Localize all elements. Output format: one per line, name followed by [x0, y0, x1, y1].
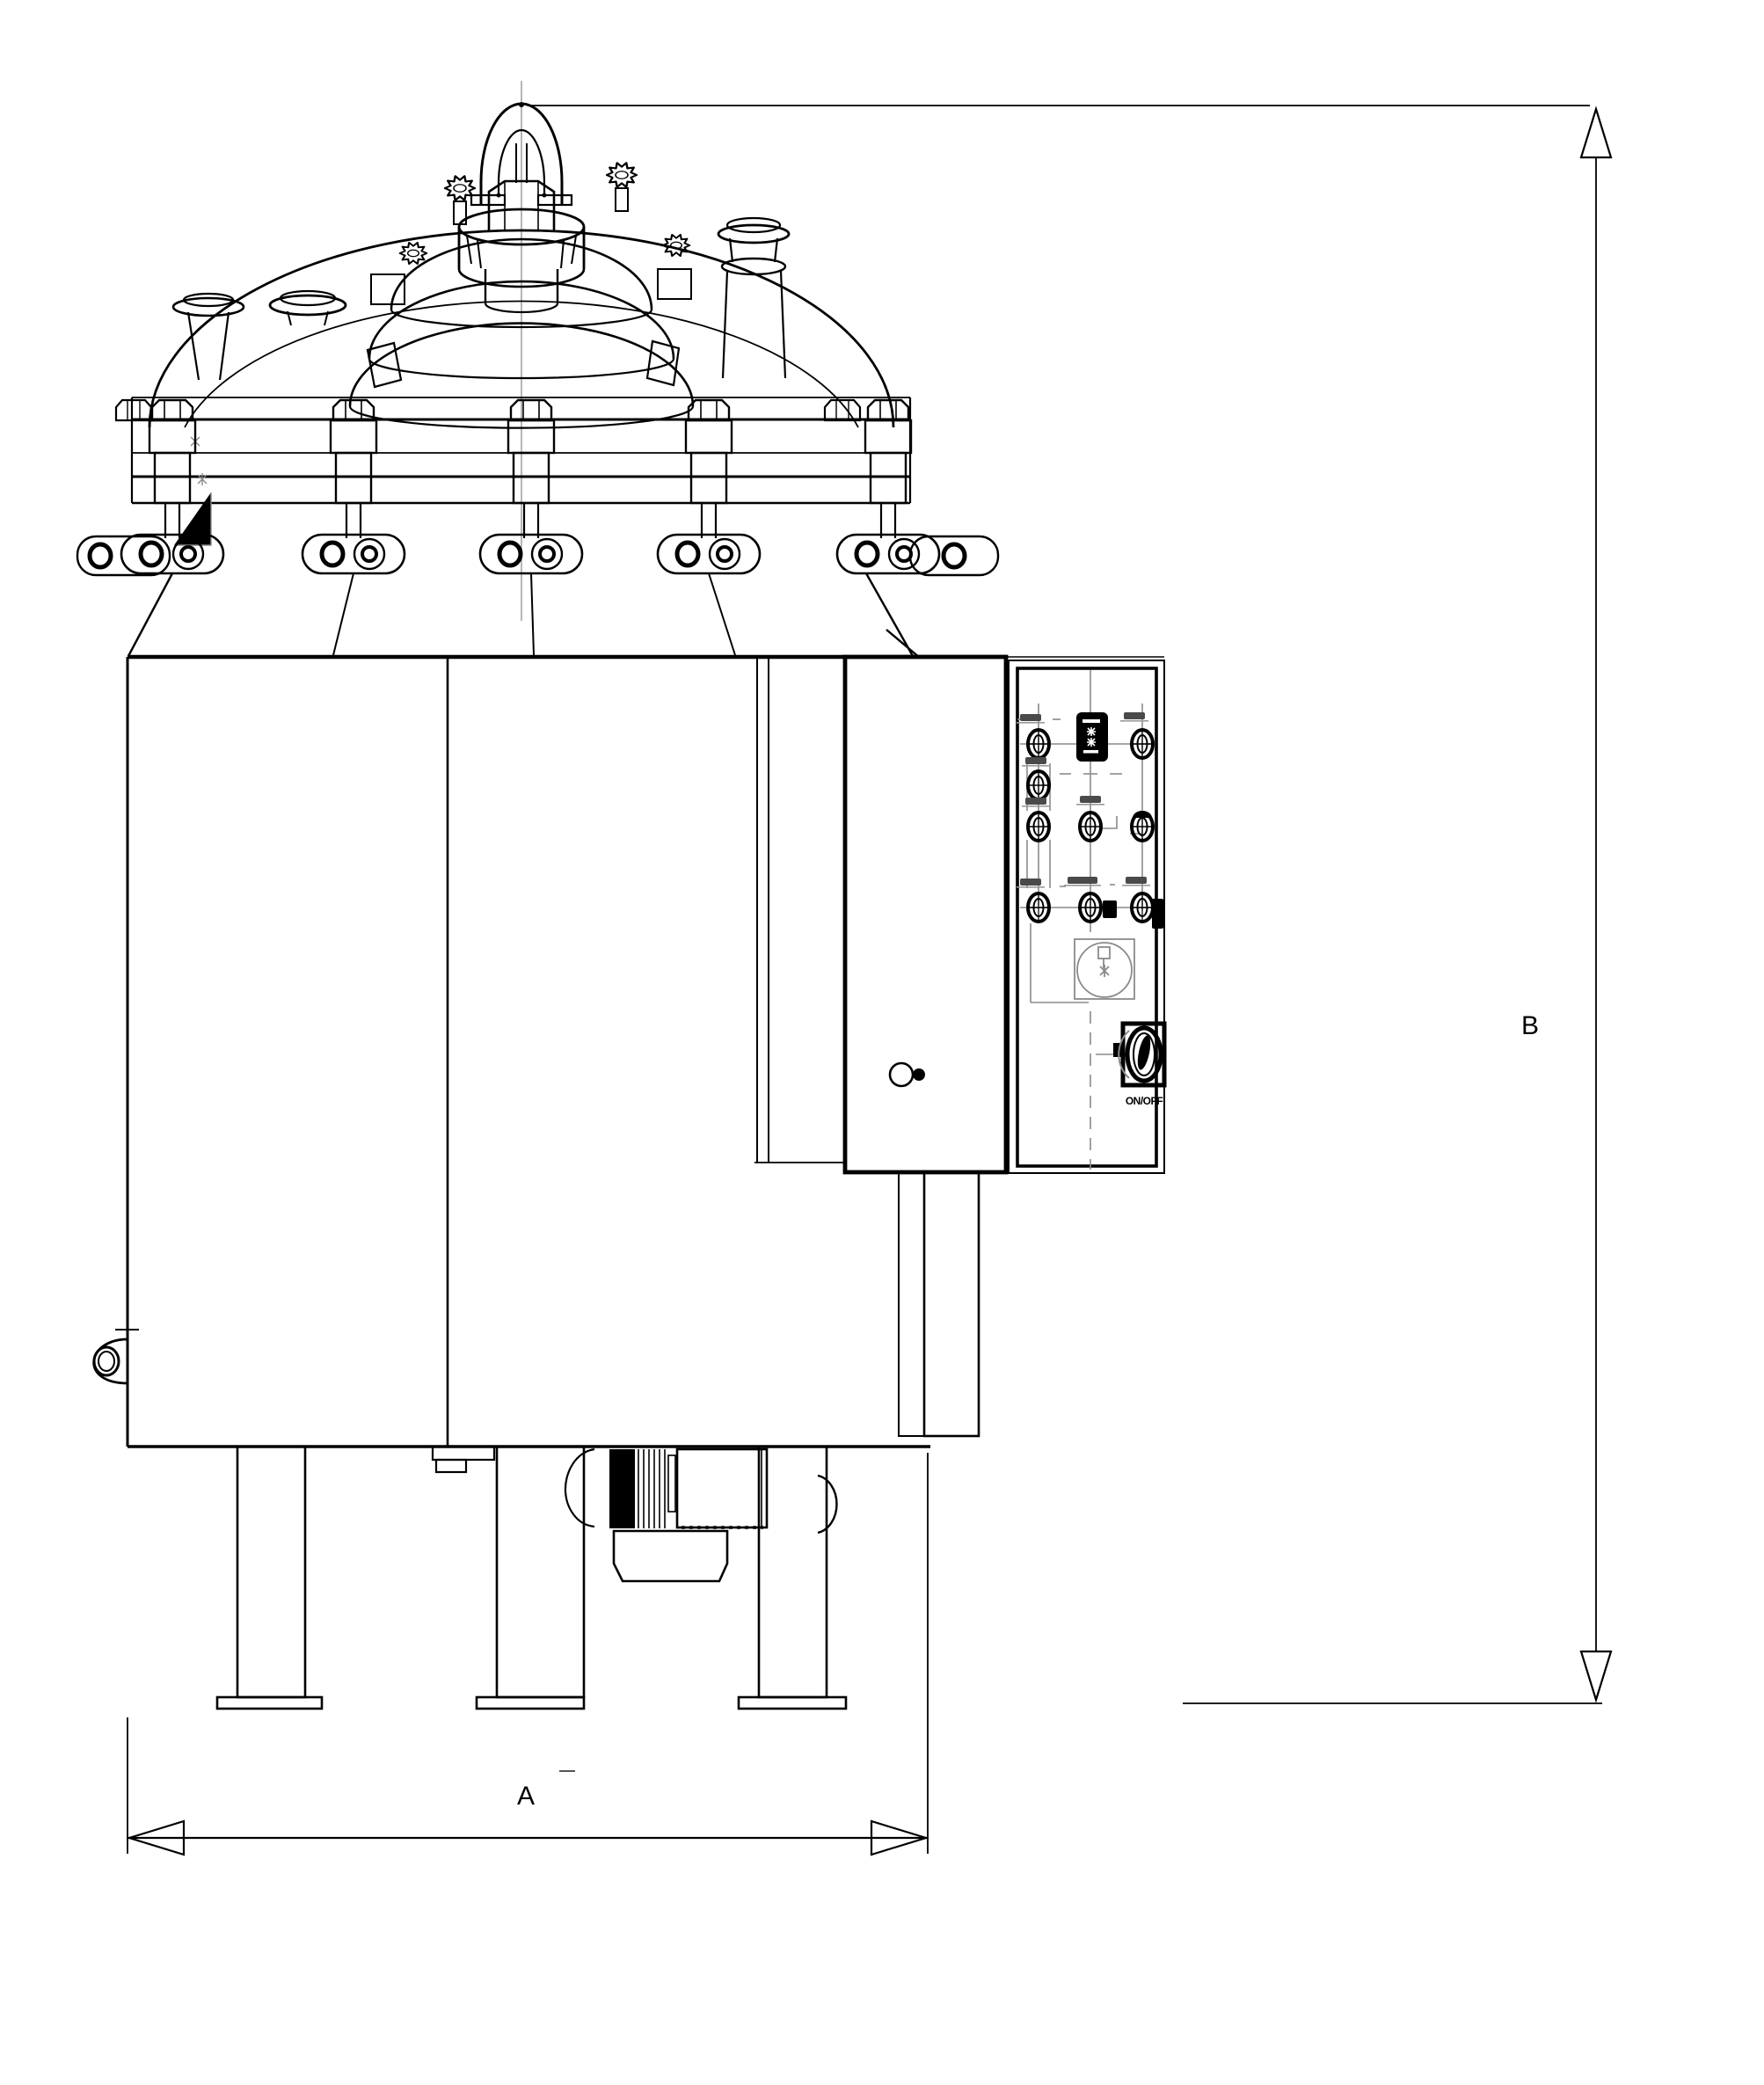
nozzle-left-outer	[171, 292, 245, 381]
control-knob-icon	[1130, 728, 1155, 760]
dimension-a-label: A	[517, 1782, 535, 1811]
dimension-b: B	[528, 105, 1613, 1704]
panel-micro-label	[1073, 877, 1101, 886]
sight-port-icon	[888, 1061, 915, 1088]
rotary-switch-icon	[1113, 1021, 1167, 1088]
star-knob-icon	[605, 162, 638, 188]
foot-plate-icon	[737, 1695, 848, 1710]
star-knob-icon	[398, 241, 428, 266]
clamp-bracket-left	[366, 341, 403, 389]
dimension-b-label: B	[1521, 1011, 1539, 1040]
dimension-arrow-icon	[1579, 106, 1613, 159]
swing-bolt-icon	[121, 400, 223, 573]
motor-assembly	[564, 1447, 769, 1583]
digital-display-icon	[1076, 712, 1108, 762]
control-knob-icon	[1130, 892, 1155, 923]
nozzle-left-cap	[268, 289, 347, 326]
shoulder-line	[886, 629, 921, 659]
clevis-lug-icon	[76, 535, 171, 577]
foot-plate-icon	[215, 1695, 324, 1710]
dimension-arrow-icon	[870, 1819, 929, 1856]
swing-bolts	[76, 398, 1000, 577]
clamp-block-right	[657, 268, 692, 300]
drain-bracket	[431, 1445, 496, 1474]
sight-port-dot	[913, 1068, 925, 1081]
control-knob-icon	[1026, 892, 1051, 923]
panel-micro-label	[1122, 877, 1150, 886]
panel-micro-label	[1017, 714, 1045, 724]
switch-label: ON/OFF	[1126, 1095, 1163, 1107]
panel-micro-label	[1120, 712, 1148, 722]
leg-icon	[757, 1445, 828, 1699]
clamp-knobs	[366, 162, 692, 389]
panel-micro-label	[1017, 878, 1045, 888]
control-knob-icon	[1026, 728, 1051, 760]
control-knob-icon	[1078, 892, 1103, 923]
motor-housing	[675, 1447, 769, 1529]
control-panel: ON/OFF	[1006, 656, 1167, 1174]
panel-micro-label	[1022, 798, 1050, 807]
control-knob-icon	[1026, 769, 1051, 801]
clevis-lug-icon	[908, 535, 1000, 577]
cone-transition	[127, 572, 915, 657]
nozzle-right-stack	[717, 216, 791, 379]
vessel-body	[126, 629, 930, 1448]
leg-icon	[236, 1445, 307, 1699]
swing-bolt-icon	[658, 400, 760, 573]
swing-bolt-icon	[303, 400, 405, 573]
shaft-housing-outer	[922, 1170, 980, 1438]
agitator-column	[842, 654, 1009, 1438]
dimension-arrow-icon	[126, 1819, 186, 1856]
side-lug	[92, 1329, 139, 1385]
foot-plate-icon	[475, 1695, 586, 1710]
gauge-dial-icon	[1074, 938, 1135, 1000]
dimension-arrow-icon	[1579, 1650, 1613, 1703]
clamp-block-left	[370, 273, 405, 305]
shaft-housing-inner	[898, 1171, 925, 1437]
panel-micro-label	[1022, 757, 1050, 767]
swing-bolt-icon	[837, 400, 939, 573]
motor-cover	[612, 1529, 729, 1583]
hex-bolt-icon	[114, 398, 153, 422]
clamp-bracket-right	[645, 339, 681, 387]
dimension-a: A	[126, 1453, 929, 1856]
leg-icon	[495, 1445, 586, 1699]
dished-head	[148, 229, 895, 428]
legs	[215, 1445, 848, 1710]
swing-bolt-icon	[480, 400, 582, 573]
panel-micro-label	[1076, 796, 1104, 806]
motor-fins-icon	[609, 1449, 635, 1528]
control-knob-icon	[1026, 811, 1051, 842]
manway-clamp-stack	[348, 237, 695, 429]
control-knob-icon	[1078, 811, 1103, 842]
pipe-elbow-arc	[817, 1474, 838, 1535]
